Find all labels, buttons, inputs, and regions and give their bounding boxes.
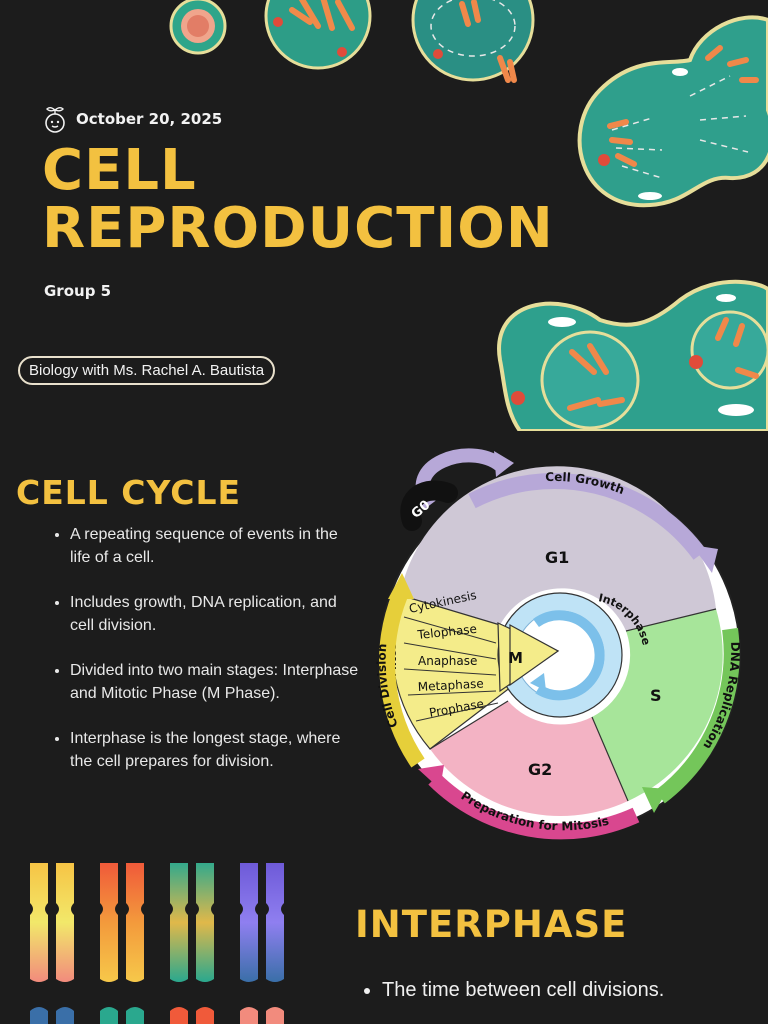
g1-label: G1 bbox=[545, 548, 569, 567]
cell-cycle-slide: CELL CYCLE A repeating sequence of event… bbox=[0, 431, 768, 851]
s-region bbox=[592, 609, 723, 801]
dna-replication-arrow bbox=[655, 627, 740, 804]
interphase-bullets: The time between cell divisions. bbox=[362, 977, 768, 1003]
bullet-item: The time between cell divisions. bbox=[382, 977, 768, 1003]
chromosomes-illustration bbox=[30, 863, 284, 1024]
group-label: Group 5 bbox=[44, 282, 112, 300]
title-line-1: CELL bbox=[42, 138, 197, 203]
interphase-heading: INTERPHASE bbox=[355, 903, 628, 946]
cell-cycle-diagram: G1 S G2 M Cytokinesis Telophase Anaphase… bbox=[375, 448, 742, 840]
sprout-face-icon bbox=[45, 107, 65, 133]
bullet-item: A repeating sequence of events in the li… bbox=[70, 523, 362, 569]
chromosome-teal bbox=[170, 863, 214, 982]
cell-cycle-bullets: A repeating sequence of events in the li… bbox=[48, 523, 362, 795]
s-label: S bbox=[650, 686, 662, 705]
main-title: CELL REPRODUCTION bbox=[42, 142, 554, 258]
telophase-label: Telophase bbox=[416, 622, 478, 642]
preparation-arrow bbox=[428, 773, 640, 840]
bullet-item: Interphase is the longest stage, where t… bbox=[70, 727, 362, 773]
chromosome-yellow bbox=[30, 863, 74, 982]
cell-cycle-heading: CELL CYCLE bbox=[16, 473, 242, 512]
bullet-item: Divided into two main stages: Interphase… bbox=[70, 659, 362, 705]
bullet-item: Includes growth, DNA replication, and ce… bbox=[70, 591, 362, 637]
presentation-date: October 20, 2025 bbox=[76, 110, 223, 128]
g2-label: G2 bbox=[528, 760, 552, 779]
title-slide: October 20, 2025 CELL REPRODUCTION Group… bbox=[0, 0, 768, 431]
m-label: M bbox=[508, 649, 523, 667]
chromosome-purple bbox=[240, 863, 284, 982]
metaphase-label: Metaphase bbox=[417, 677, 484, 694]
cell-growth-arrow bbox=[468, 473, 707, 560]
chromosome-row-2 bbox=[30, 1007, 284, 1024]
chromosome-orange bbox=[100, 863, 144, 982]
interphase-slide: INTERPHASE The time between cell divisio… bbox=[0, 851, 768, 1024]
date-row: October 20, 2025 bbox=[42, 104, 222, 134]
g2-region bbox=[430, 701, 628, 817]
course-pill: Biology with Ms. Rachel A. Bautista bbox=[18, 356, 276, 385]
dividing-cells-illustration bbox=[169, 0, 768, 431]
title-line-2: REPRODUCTION bbox=[42, 196, 554, 261]
anaphase-label: Anaphase bbox=[418, 654, 477, 668]
cell-division-arrow bbox=[379, 592, 425, 768]
